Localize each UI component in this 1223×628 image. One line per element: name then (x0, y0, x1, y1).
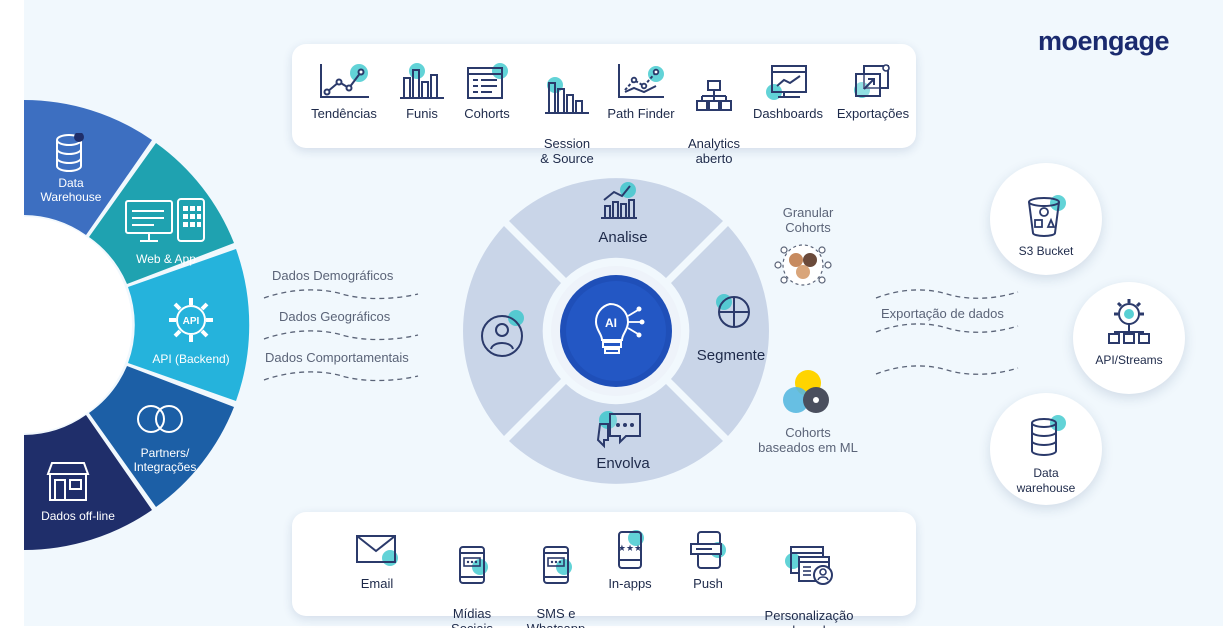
wheel-label-analise: Analise (598, 229, 648, 246)
sms-whatsapp-icon (543, 546, 572, 584)
social-media-icon (459, 546, 488, 584)
channel-web-personalization[interactable]: Personalização da web (754, 530, 864, 628)
session-bars-icon (545, 77, 589, 114)
source-segment-partners (89, 366, 234, 507)
tool-funis[interactable]: Funis (392, 62, 452, 121)
channel-sms[interactable]: SMS e Whatsapp (518, 530, 594, 628)
source-segment-offline (24, 415, 152, 550)
channel-email[interactable]: Email (344, 530, 410, 591)
email-icon (356, 535, 398, 566)
api-gear-icon: API (169, 298, 213, 342)
export-flow-lines (875, 289, 1019, 375)
channel-label: SMS e Whatsapp (527, 606, 586, 628)
user-profile-icon (481, 310, 524, 357)
cohort-label-ml: Cohorts baseados em ML (758, 425, 858, 455)
ai-bulb-icon: AI (594, 302, 645, 354)
export-target-s3[interactable]: S3 Bucket (990, 163, 1102, 275)
api-streams-icon (1108, 299, 1150, 344)
svg-text:API: API (183, 316, 200, 327)
dashboard-icon (766, 65, 807, 100)
path-finder-icon (618, 64, 664, 98)
source-label-api: API (Backend) (152, 352, 230, 366)
tool-tendencias[interactable]: Tendências (305, 62, 383, 121)
data-type-geographic: Dados Geográficos (279, 309, 391, 324)
source-segment-web-app (89, 143, 234, 284)
channel-label: In-apps (608, 576, 652, 591)
data-type-behavioral: Dados Comportamentais (265, 350, 409, 365)
channel-label: Mídias Sociais (451, 606, 493, 628)
channel-in-apps[interactable]: ★★★ In-apps (600, 530, 660, 591)
push-icon (690, 531, 726, 569)
svg-text:AI: AI (605, 316, 617, 330)
tool-path-finder[interactable]: Path Finder (604, 62, 678, 121)
source-label-offline: Dados off-line (41, 509, 115, 523)
channel-social[interactable]: Mídias Sociais (440, 530, 504, 628)
source-label-web-app: Web & App (136, 252, 196, 266)
export-target-warehouse[interactable]: Data warehouse (990, 393, 1102, 505)
export-label-warehouse: Data warehouse (1016, 466, 1076, 495)
export-label: Exportação de dados (881, 306, 1004, 321)
source-label-partners: Partners/ Integrações (133, 446, 197, 474)
in-app-icon: ★★★ (618, 530, 644, 569)
wheel-label-envolva: Envolva (596, 455, 650, 472)
wheel-segment-envolva (509, 384, 723, 484)
channel-label: Email (360, 576, 394, 591)
data-sources-wheel (0, 95, 250, 555)
ml-cohorts-icon (783, 370, 829, 413)
bucket-icon (1028, 195, 1066, 237)
database-icon (56, 133, 84, 172)
tool-label: Analytics aberto (687, 136, 741, 166)
store-icon (46, 462, 90, 501)
moengage-logo: moengage (1038, 26, 1170, 57)
tool-label: Tendências (311, 106, 377, 121)
wheel-segment-segmente (671, 226, 769, 436)
left-margin (0, 95, 24, 565)
database-icon (1031, 415, 1066, 456)
tool-exportacoes[interactable]: Exportações (832, 62, 914, 121)
svg-text:★★★: ★★★ (618, 544, 642, 554)
tool-session-source[interactable]: Session & Source (534, 62, 600, 166)
partners-icon (137, 405, 183, 433)
engagement-wheel (463, 178, 769, 484)
data-flow-lines (263, 289, 419, 382)
export-label-s3: S3 Bucket (1018, 244, 1074, 258)
funnel-bars-icon (400, 63, 444, 99)
cohort-label-granular: Granular Cohorts (782, 205, 834, 235)
logo-text: moengage (1038, 26, 1170, 56)
source-segment-api (128, 249, 250, 401)
web-personalization-icon (785, 546, 833, 585)
tool-analytics-aberto[interactable]: Analytics aberto (682, 62, 746, 166)
tool-label: Path Finder (607, 106, 675, 121)
export-icon (854, 64, 890, 98)
channel-label: Personalização da web (764, 608, 854, 628)
source-label-data-warehouse: Data Warehouse (40, 176, 102, 204)
web-app-icon (125, 198, 205, 242)
tool-label: Exportações (836, 106, 910, 121)
trend-line-icon (320, 64, 369, 98)
tool-label: Funis (406, 106, 438, 121)
tool-dashboards[interactable]: Dashboards (748, 62, 828, 121)
wheel-segment-profile (463, 226, 561, 436)
granular-cohorts-icon (774, 244, 832, 286)
cohort-table-icon (467, 63, 508, 99)
data-type-demographic: Dados Demográficos (272, 268, 394, 283)
tool-label: Cohorts (464, 106, 510, 121)
pie-segment-icon (716, 294, 750, 328)
channel-push[interactable]: Push (680, 530, 736, 591)
wheel-label-segmente: Segmente (696, 347, 766, 364)
export-target-api[interactable]: API/Streams (1073, 282, 1185, 394)
tool-label: Dashboards (752, 106, 824, 121)
analytics-chart-icon (601, 182, 637, 219)
wheel-segment-analise (509, 178, 723, 278)
source-segment-data-warehouse (24, 100, 152, 235)
analytics-tools-card (292, 44, 916, 148)
hierarchy-icon (696, 80, 732, 111)
tool-cohorts[interactable]: Cohorts (456, 62, 518, 121)
chat-bubbles-icon (596, 411, 641, 449)
channel-label: Push (693, 576, 723, 591)
export-label-api: API/Streams (1095, 353, 1163, 367)
tool-label: Session & Source (540, 136, 594, 166)
